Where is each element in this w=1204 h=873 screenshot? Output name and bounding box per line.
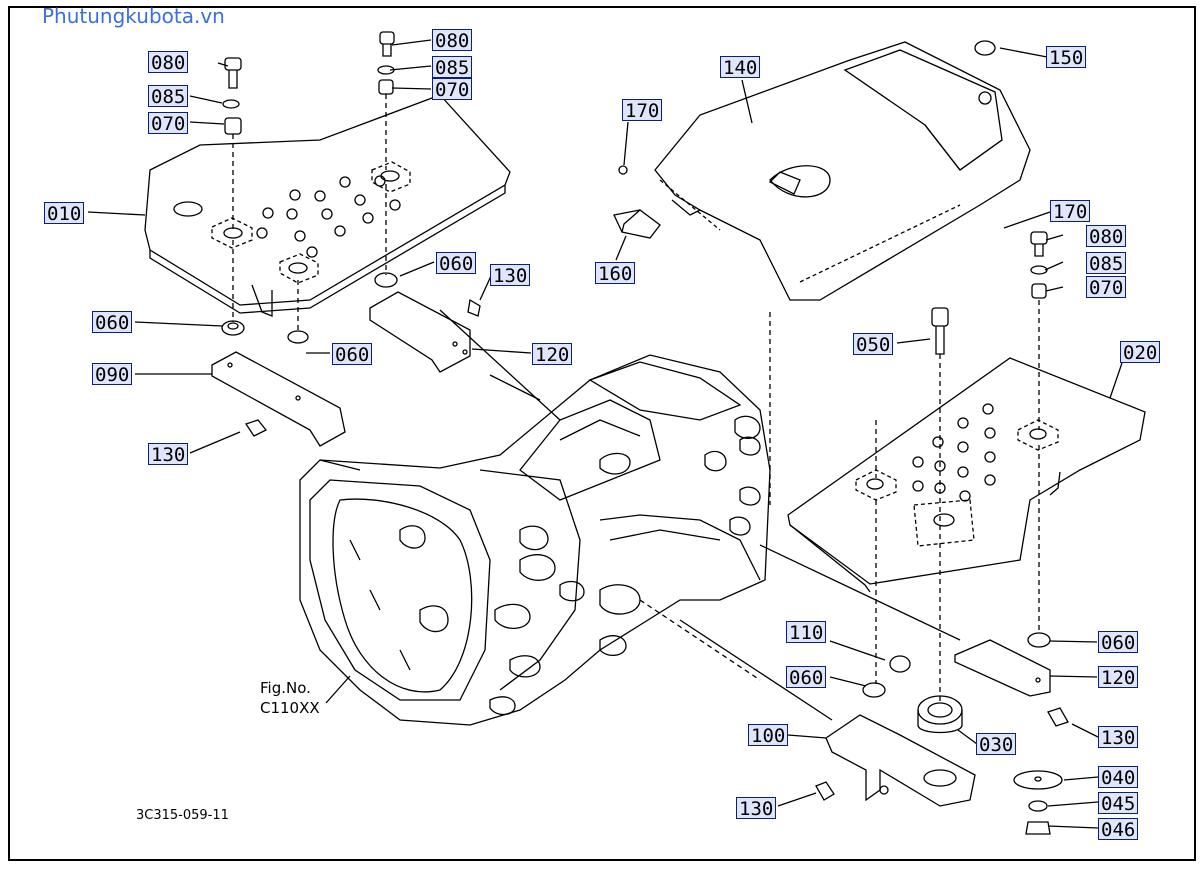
fig-ref-number[interactable]: C110XX bbox=[260, 699, 320, 717]
diagram-frame bbox=[8, 6, 1196, 861]
callout-080[interactable]: 080 bbox=[148, 51, 189, 74]
callout-080-upper[interactable]: 080 bbox=[432, 29, 473, 52]
callout-080-right[interactable]: 080 bbox=[1086, 225, 1127, 248]
callout-160[interactable]: 160 bbox=[595, 262, 636, 285]
callout-130[interactable]: 130 bbox=[148, 443, 189, 466]
callout-010[interactable]: 010 bbox=[44, 202, 85, 225]
callout-085[interactable]: 085 bbox=[148, 85, 189, 108]
callout-060[interactable]: 060 bbox=[92, 311, 133, 334]
callout-130-lower[interactable]: 130 bbox=[736, 797, 777, 820]
callout-060-lower[interactable]: 060 bbox=[786, 666, 827, 689]
callout-140[interactable]: 140 bbox=[720, 56, 761, 79]
callout-130-right[interactable]: 130 bbox=[1098, 726, 1139, 749]
callout-070[interactable]: 070 bbox=[148, 112, 189, 135]
callout-085-upper[interactable]: 085 bbox=[432, 56, 473, 79]
callout-100[interactable]: 100 bbox=[748, 724, 789, 747]
callout-110[interactable]: 110 bbox=[786, 621, 827, 644]
callout-030[interactable]: 030 bbox=[976, 733, 1017, 756]
callout-120-lower[interactable]: 120 bbox=[1098, 666, 1139, 689]
callout-060-mid[interactable]: 060 bbox=[332, 343, 373, 366]
callout-045[interactable]: 045 bbox=[1098, 792, 1139, 815]
callout-070-upper[interactable]: 070 bbox=[432, 78, 473, 101]
callout-170-right[interactable]: 170 bbox=[1050, 200, 1091, 223]
callout-150[interactable]: 150 bbox=[1046, 46, 1087, 69]
callout-090[interactable]: 090 bbox=[92, 363, 133, 386]
callout-040[interactable]: 040 bbox=[1098, 766, 1139, 789]
callout-060-right[interactable]: 060 bbox=[1098, 631, 1139, 654]
callout-170[interactable]: 170 bbox=[622, 99, 663, 122]
callout-120-upper[interactable]: 120 bbox=[532, 343, 573, 366]
callout-050[interactable]: 050 bbox=[853, 333, 894, 356]
callout-046[interactable]: 046 bbox=[1098, 818, 1139, 841]
callout-130-upper[interactable]: 130 bbox=[490, 264, 531, 287]
diagram-code: 3C315-059-11 bbox=[136, 808, 229, 823]
watermark-text: Phutungkubota.vn bbox=[42, 4, 225, 28]
fig-ref-label: Fig.No. bbox=[260, 679, 311, 697]
callout-085-right[interactable]: 085 bbox=[1086, 252, 1127, 275]
callout-070-right[interactable]: 070 bbox=[1086, 276, 1127, 299]
callout-060-upper[interactable]: 060 bbox=[436, 252, 477, 275]
callout-020[interactable]: 020 bbox=[1120, 341, 1161, 364]
